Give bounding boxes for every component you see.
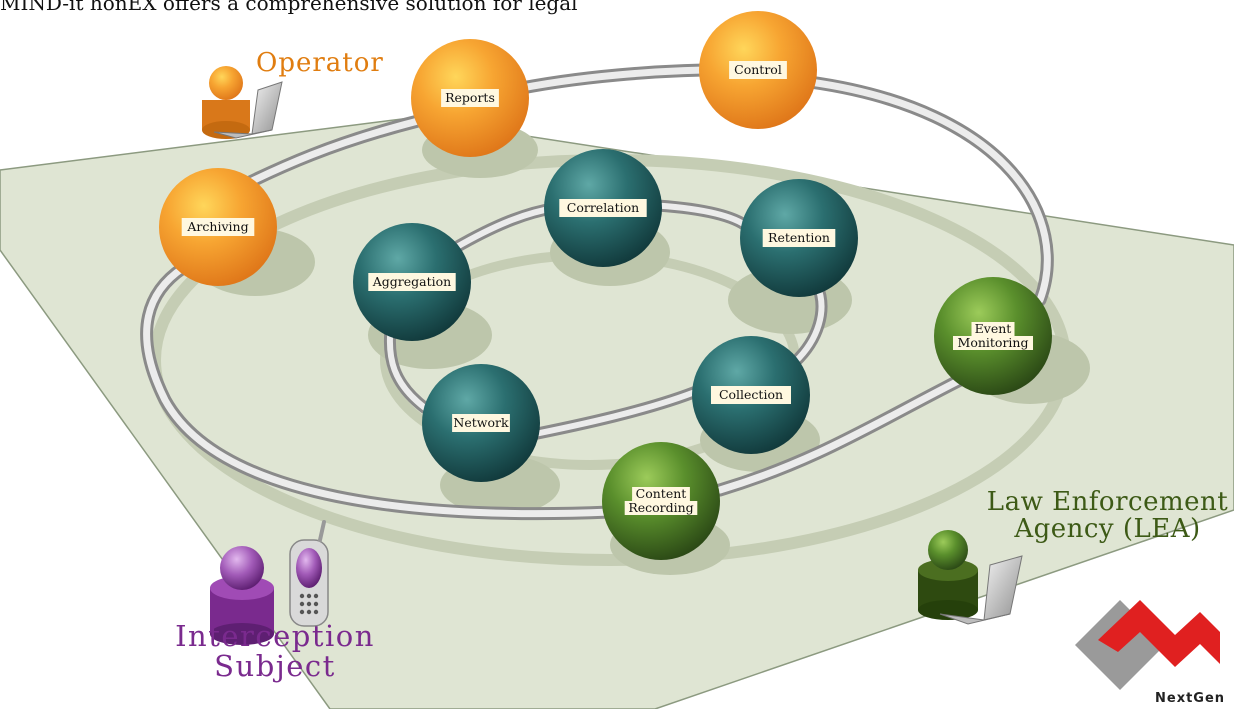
node-correlation-label-line1: Correlation xyxy=(567,200,640,215)
lea-figure xyxy=(918,530,1023,625)
node-collection: Collection xyxy=(692,336,810,454)
lea-label-line1: Law Enforcement xyxy=(986,487,1229,517)
node-network-label-line1: Network xyxy=(453,415,509,430)
logo-text: NextGen xyxy=(1155,691,1226,706)
node-correlation: Correlation xyxy=(544,149,662,267)
node-network-label-box xyxy=(452,414,510,432)
inner-ring-tube-highlight xyxy=(386,202,825,439)
node-control: Control xyxy=(699,11,817,129)
subject-label-line1: Interception xyxy=(175,619,375,653)
nextgen-logo-icon xyxy=(1075,600,1220,690)
node-aggregation: Aggregation xyxy=(353,223,471,341)
headline-text: MIND-it honEX offers a comprehensive sol… xyxy=(0,0,578,15)
node-content-recording-label-line1-box xyxy=(632,487,690,501)
node-aggregation-label-line1: Aggregation xyxy=(372,274,451,289)
node-network: Network xyxy=(422,364,540,482)
node-archiving-label-box xyxy=(181,218,255,236)
node-reports-label-box xyxy=(441,89,499,107)
node-content-recording-label-line2-box xyxy=(624,501,698,515)
node-collection-label-line1: Collection xyxy=(719,387,783,402)
lea-label-line2: Agency (LEA) xyxy=(1014,514,1201,545)
node-event-monitoring-label-line1-box xyxy=(971,322,1015,336)
node-collection-label-box xyxy=(711,386,791,404)
node-retention: Retention xyxy=(740,179,858,297)
node-control-label-line1: Control xyxy=(734,62,782,77)
node-control-label-box xyxy=(729,61,787,79)
node-content-recording-label-line1: Content xyxy=(636,486,687,501)
node-event-monitoring-label-line2: Monitoring xyxy=(958,335,1029,350)
node-reports: Reports xyxy=(411,39,529,157)
node-aggregation-label-box xyxy=(368,273,456,291)
node-correlation-label-box xyxy=(559,199,647,217)
operator-figure xyxy=(202,66,283,139)
outer-ring-tube-highlight xyxy=(143,66,1051,518)
lea-laptop-icon xyxy=(983,555,1023,621)
node-retention-label-box xyxy=(762,229,836,247)
node-archiving: Archiving xyxy=(159,168,277,286)
operator-label: Operator xyxy=(256,48,384,78)
node-archiving-label-line1: Archiving xyxy=(186,219,248,234)
operator-laptop-icon xyxy=(251,81,283,135)
operator-label-text: Operator xyxy=(256,48,384,78)
subject-label-line2: Subject xyxy=(214,649,336,684)
lea-label: Law Enforcement Agency (LEA) xyxy=(980,487,1234,545)
subject-label: Interception Subject xyxy=(155,621,395,682)
mobile-phone-icon xyxy=(289,520,329,627)
node-reports-label-line1: Reports xyxy=(445,90,495,105)
subject-figure xyxy=(210,520,329,645)
node-event-monitoring-label-line1: Event xyxy=(975,321,1012,336)
node-content-recording-label-line2: Recording xyxy=(628,500,693,515)
node-retention-label-line1: Retention xyxy=(768,230,830,245)
node-event-monitoring-label-line2-box xyxy=(953,336,1033,350)
